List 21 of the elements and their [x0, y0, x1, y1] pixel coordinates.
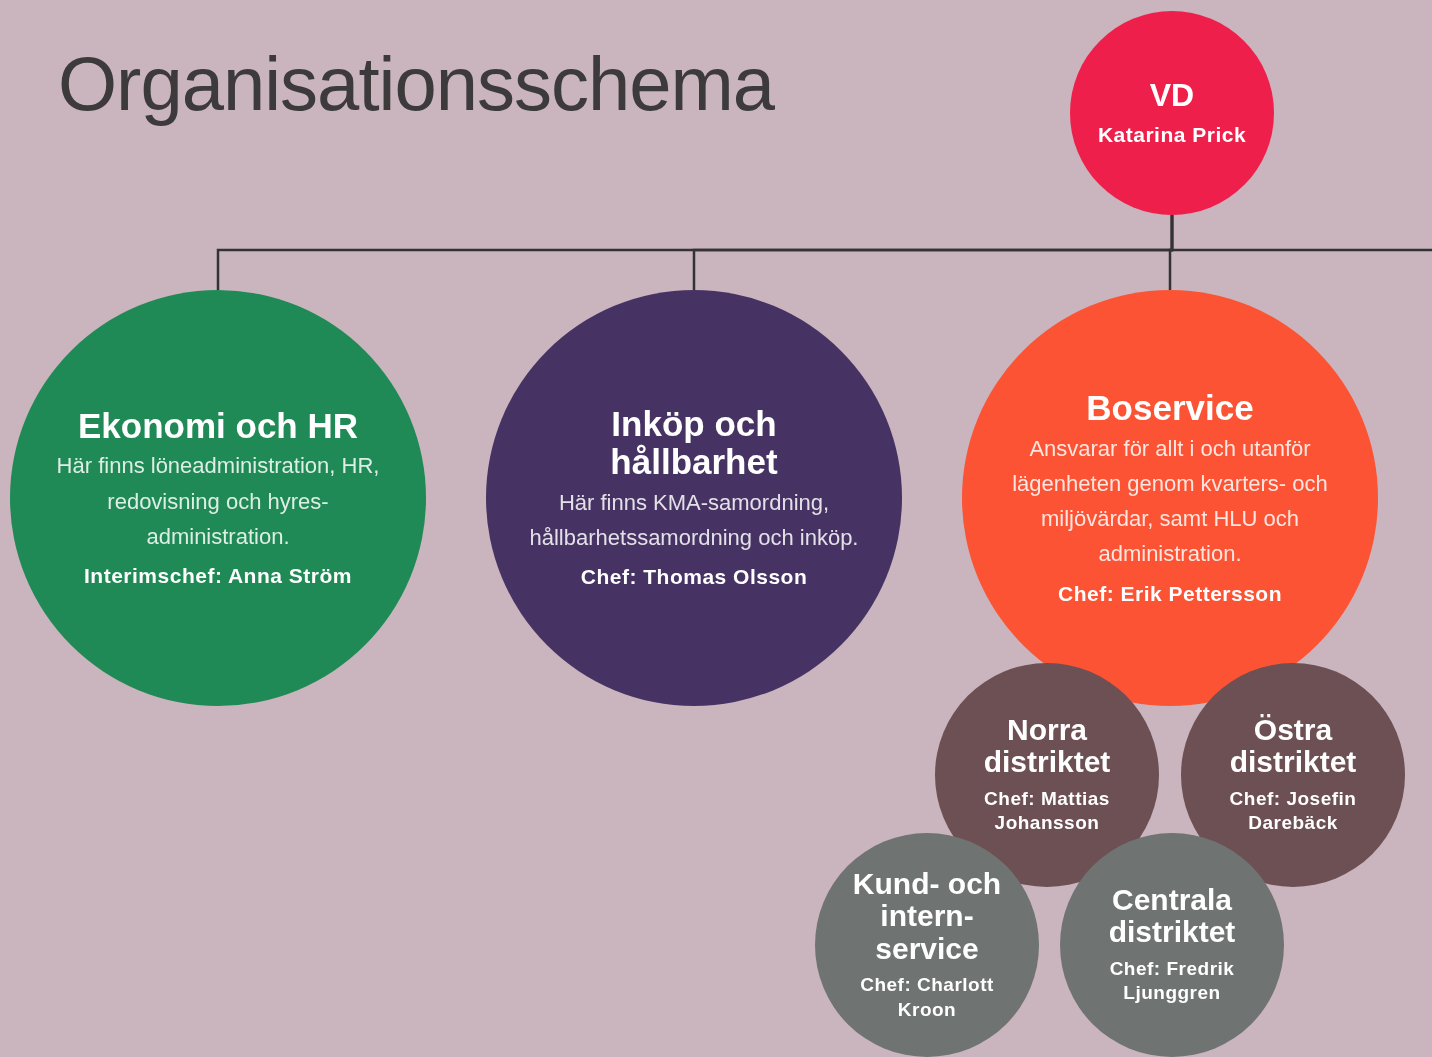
manager-name: Katarina Prick [1097, 121, 1247, 148]
manager-name: Chef: Fredrik Ljunggren [1108, 956, 1236, 1006]
manager-name: Chef: Thomas Olsson [580, 564, 808, 591]
circle-heading: Norra distriktet [982, 713, 1112, 779]
manager-name: Chef: Josefin Darebäck [1228, 786, 1358, 836]
circle-heading: VD [1149, 78, 1195, 113]
connector-line [1170, 215, 1432, 252]
circle-heading: Kund- och intern-service [851, 867, 1003, 965]
description: Här finns KMA-samordning, hållbarhetssamordning och inköp. [529, 488, 859, 553]
chart-title: Organisationsschema [58, 40, 775, 127]
circle-heading: Ekonomi och HR [78, 406, 358, 445]
circle-heading: Boservice [1086, 389, 1254, 427]
description: Här finns löneadministration, HR, redovisning och hyres-administration. [55, 452, 381, 551]
circle-heading: Östra distriktet [1228, 713, 1358, 779]
description: Ansvarar för allt i och utanför lägenheten genom kvarters- och miljövärdar, samt HLU och administration. [1011, 434, 1329, 569]
manager-name: Chef: Charlott Kroon [859, 972, 995, 1022]
circle-heading: Inköp och hållbarhet [609, 405, 779, 481]
manager-name: Interimschef: Anna Ström [84, 563, 352, 590]
manager-name: Chef: Mattias Johansson [983, 786, 1111, 836]
circle-heading: Centrala distriktet [1107, 883, 1237, 949]
manager-name: Chef: Erik Pettersson [1057, 580, 1283, 607]
